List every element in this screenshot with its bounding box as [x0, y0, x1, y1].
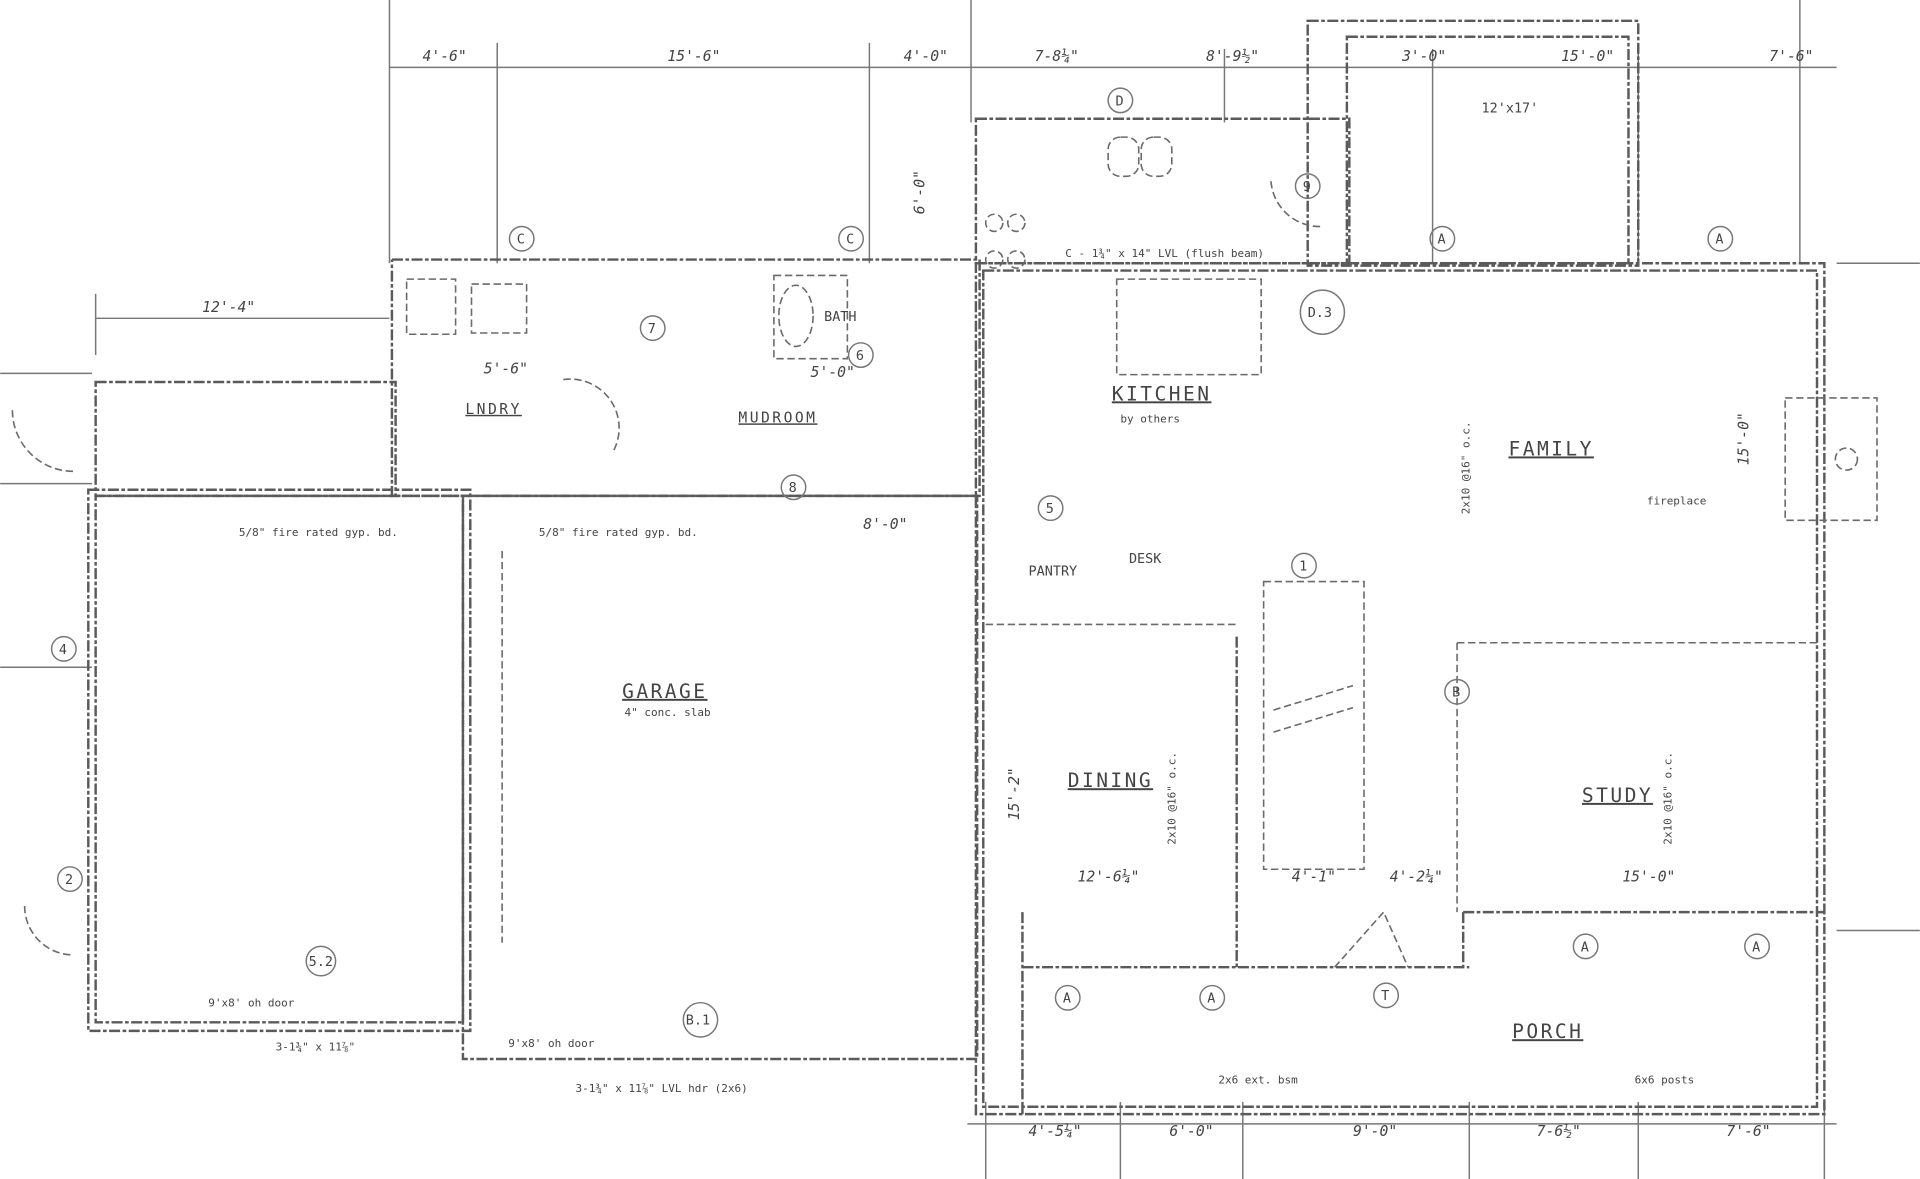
porch-posts-note: 6x6 posts [1635, 1074, 1695, 1087]
garage-door-left: 9'x8' oh door [208, 996, 294, 1009]
dining-joist: 2x10 @16" o.c. [1165, 752, 1178, 845]
dim-dining-w: 12'-6¼" [1078, 868, 1140, 885]
tag: 1 [1299, 560, 1307, 575]
counter-note: C - 1¾" x 14" LVL (flush beam) [1065, 247, 1264, 260]
tag: 7 [648, 322, 656, 337]
room-bath: BATH [824, 310, 856, 325]
garage-door-right: 9'x8' oh door [508, 1037, 594, 1050]
fireplace-note: fireplace [1647, 494, 1707, 507]
walls [11, 19, 1878, 1116]
tag: T [1381, 989, 1389, 1004]
dim-top: 4'-0" [904, 48, 948, 65]
room-garage: GARAGE [622, 680, 707, 703]
dim-stair-r: 4'-2¼" [1390, 868, 1443, 885]
dim-top: 3'-0" [1401, 48, 1446, 65]
room-porch: PORCH [1512, 1020, 1583, 1043]
tag: A [1752, 940, 1760, 955]
dim-bottom: 7-6½" [1537, 1123, 1581, 1140]
header-left: 3-1¾" x 11⅞" [276, 1040, 355, 1053]
dim-kitchen-h: 6'-0" [911, 170, 928, 214]
header-bottom: 3-1¾" x 11⅞" LVL hdr (2x6) [576, 1082, 748, 1095]
garage-note: 4" conc. slab [625, 706, 711, 719]
porch-ext-note: 2x6 ext. bsm [1218, 1074, 1298, 1087]
room-kitchen: KITCHEN [1112, 382, 1212, 405]
dim-top: 7'-6" [1769, 48, 1813, 65]
tag: 5 [1046, 502, 1054, 517]
tag: B.1 [686, 1014, 710, 1029]
dim-bottom: 9'-0" [1353, 1123, 1397, 1140]
garage-sheathing-2: 5/8" fire rated gyp. bd. [539, 526, 698, 539]
dim-mud: 8'-0" [863, 516, 907, 533]
tag: 2 [65, 873, 73, 888]
dim-stair-w: 4'-1" [1292, 868, 1336, 885]
dim-bath: 5'-0" [811, 364, 855, 381]
room-pantry: PANTRY [1029, 564, 1078, 579]
room-study: STUDY [1582, 784, 1653, 807]
dim-top: 15'-6" [667, 48, 720, 65]
tag: C [517, 233, 525, 248]
tag: C [846, 233, 854, 248]
tag: D [1115, 94, 1123, 109]
kitchen-note: by others [1120, 412, 1180, 425]
tag: A [1207, 992, 1215, 1007]
tag: 5.2 [309, 955, 333, 970]
tag: 9 [1303, 180, 1311, 195]
dim-top: 15'-0" [1561, 48, 1614, 65]
dim-family-h: 15'-0" [1735, 412, 1752, 465]
room-mudroom: MUDROOM [738, 409, 817, 426]
dim-top: 8'-9½" [1206, 48, 1259, 65]
dim-bottom: 6'-0" [1169, 1123, 1213, 1140]
tag: A [1715, 233, 1723, 248]
room-deck: 12'x17' [1482, 102, 1539, 117]
garage-sheathing-1: 5/8" fire rated gyp. bd. [239, 526, 398, 539]
dim-top: 4'-6" [423, 48, 467, 65]
dim-garage-left: 12'-4" [202, 299, 255, 316]
tag: D.3 [1308, 306, 1332, 321]
tag: A [1581, 940, 1589, 955]
dim-study-w: 15'-0" [1622, 868, 1675, 885]
dim-dining-h: 15'-2" [1006, 767, 1023, 820]
dim-bottom: 7'-6" [1726, 1123, 1770, 1140]
dim-bottom: 4'-5¼" [1029, 1123, 1082, 1140]
dim-laundry: 5'-6" [484, 360, 528, 377]
room-desk: DESK [1129, 552, 1162, 567]
tag: 6 [856, 349, 864, 364]
tag: B [1452, 686, 1460, 701]
family-joist: 2x10 @16" o.c. [1459, 421, 1472, 514]
tag: 8 [789, 481, 797, 496]
tag: 4 [59, 643, 67, 658]
study-joist: 2x10 @16" o.c. [1661, 752, 1674, 845]
room-dining: DINING [1068, 769, 1153, 792]
room-family: FAMILY [1508, 437, 1593, 460]
dim-top: 7-8¼" [1035, 48, 1079, 65]
tags: C C D 9 7 6 8 A A D.3 5 B A A A A T 2 B.… [50, 87, 1770, 1038]
tag: A [1063, 992, 1071, 1007]
tag: A [1437, 233, 1445, 248]
room-laundry: LNDRY [465, 401, 521, 418]
